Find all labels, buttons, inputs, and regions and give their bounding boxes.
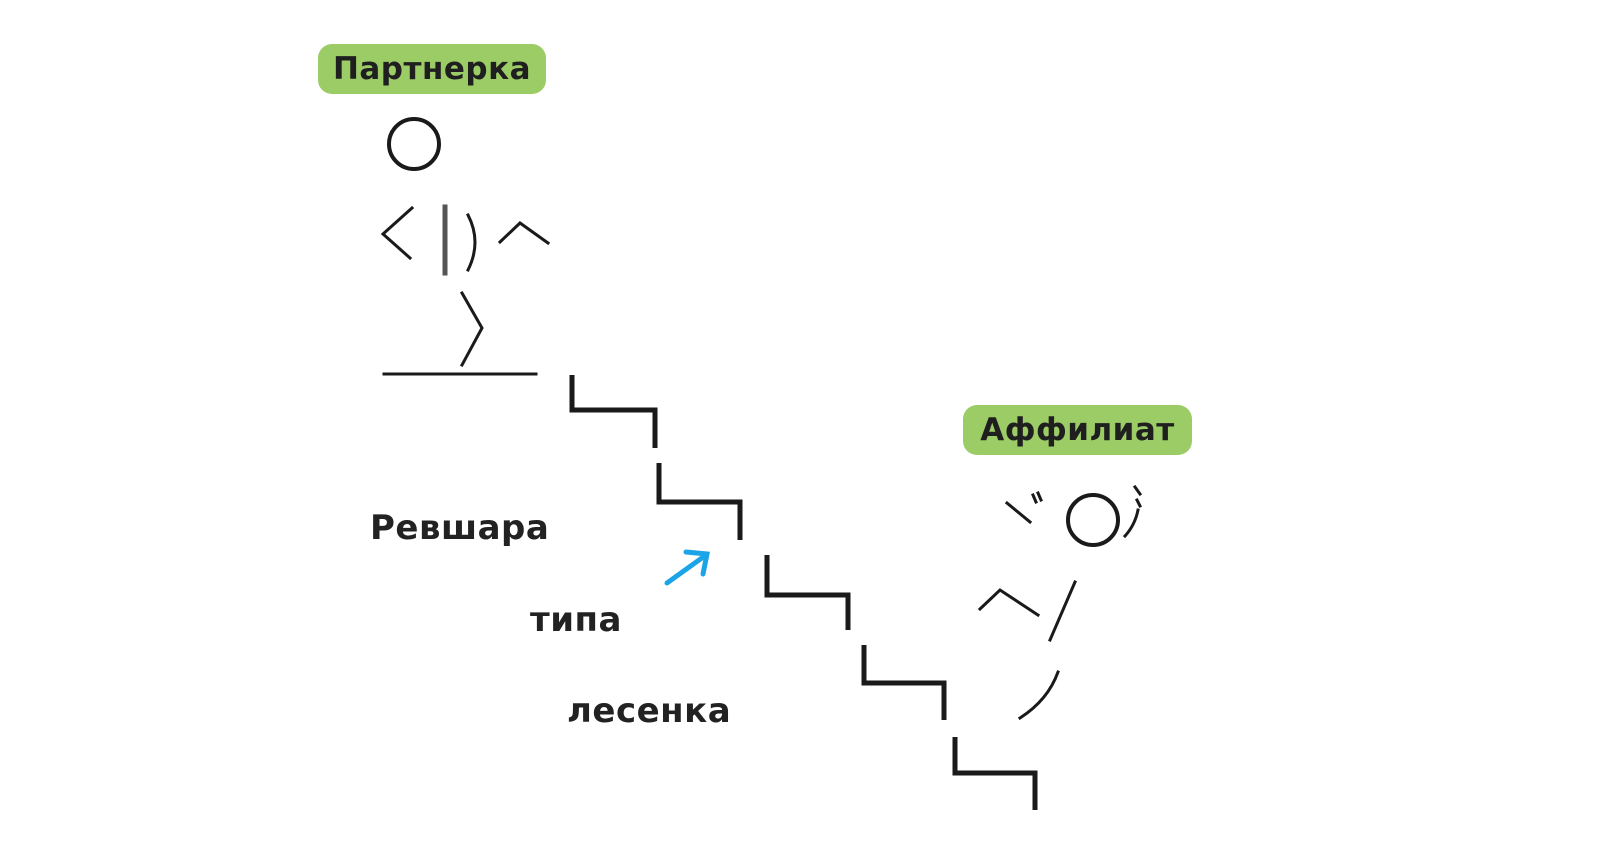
step-5 (952, 737, 1038, 810)
head (387, 117, 441, 171)
partner-label: Партнерка (318, 44, 546, 94)
affiliate-label: Аффилиат (963, 405, 1192, 455)
arrow-icon (664, 549, 710, 586)
stick-figure-partner (380, 117, 551, 376)
motion-line (1004, 500, 1033, 525)
left-arm (380, 205, 415, 261)
arm (977, 588, 1041, 618)
step-1 (569, 375, 658, 448)
head (1066, 493, 1120, 547)
caption-line-3: лесенка (567, 691, 732, 731)
mouth-curve (1122, 508, 1140, 539)
right-arm (497, 221, 551, 246)
stick-figure-affiliate (977, 484, 1143, 721)
caption-line-2: типа (530, 600, 622, 640)
leg (1017, 670, 1060, 721)
step-4 (861, 645, 947, 720)
step-2 (656, 463, 743, 540)
leg (459, 290, 484, 368)
body-curve (465, 212, 477, 273)
stairs (569, 375, 1038, 810)
step-3 (764, 555, 851, 630)
caption-line-1: Ревшара (370, 508, 550, 548)
torso (1048, 580, 1077, 642)
